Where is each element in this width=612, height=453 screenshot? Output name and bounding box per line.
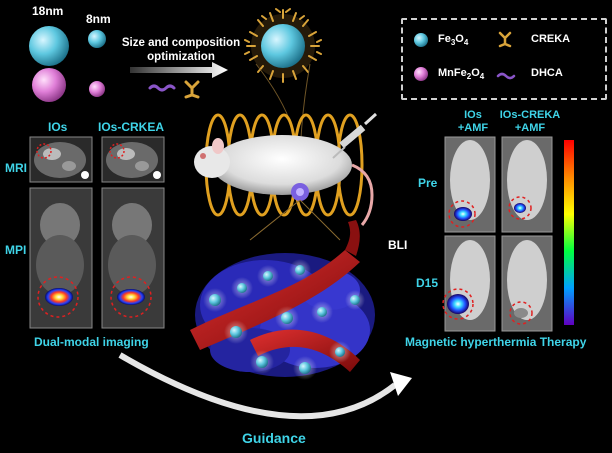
therapy-col-ios-creka-line2: +AMF	[514, 122, 546, 134]
guidance-arrow	[118, 352, 412, 420]
legend-mnfe2o4-base: MnFe	[438, 67, 467, 79]
imaging-col-ios-crkea: IOs-CRKEA	[98, 120, 165, 134]
fe3o4-8nm-sphere	[88, 30, 106, 48]
guidance-label: Guidance	[242, 430, 306, 446]
bli-label: BLI	[388, 238, 408, 252]
legend-mnfe2o4-mid: O	[471, 67, 480, 79]
bli-panel-ios-creka-pre	[501, 136, 553, 233]
legend-mnfe2o4-label: MnFe2O4	[438, 67, 484, 81]
size-label-8nm: 8nm	[86, 12, 111, 26]
legend-fe3o4-icon	[414, 33, 428, 47]
legend-fe3o4-label: Fe3O4	[438, 33, 468, 47]
mnfe2o4-8nm-sphere	[89, 81, 105, 97]
mnfe2o4-18nm-sphere	[32, 68, 66, 102]
legend-dhca-icon	[496, 72, 516, 80]
therapy-col-ios: IOs +AMF	[453, 109, 493, 135]
legend-fe3o4-sub2: 4	[463, 38, 469, 48]
imaging-row-mri: MRI	[5, 161, 27, 175]
legend-creka-label: CREKA	[531, 33, 571, 45]
therapy-caption: Magnetic hyperthermia Therapy	[405, 335, 587, 349]
mri-panel-ios-crkea	[101, 136, 165, 183]
legend-box	[401, 18, 607, 100]
therapy-row-pre: Pre	[418, 176, 438, 190]
optimization-label: Size and composition optimization	[116, 36, 246, 64]
legend-fe3o4-base: Fe	[438, 33, 451, 45]
therapy-row-d15: D15	[416, 276, 439, 290]
tumor-spot	[291, 183, 309, 201]
therapy-col-ios-creka: IOs-CREKA +AMF	[497, 109, 563, 135]
legend-dhca-label: DHCA	[531, 67, 563, 79]
imaging-caption: Dual-modal imaging	[34, 335, 149, 349]
dhca-molecule-icon	[148, 84, 176, 92]
optimization-line-2: optimization	[147, 51, 215, 63]
legend-creka-icon	[498, 31, 512, 48]
therapy-col-ios-creka-line1: IOs-CREKA	[499, 109, 561, 121]
imaging-col-ios: IOs	[48, 120, 68, 134]
therapy-col-ios-line1: IOs	[464, 109, 482, 121]
syringe-icon	[332, 112, 378, 159]
imaging-row-mpi: MPI	[5, 243, 27, 257]
bli-panel-ios-pre	[444, 136, 496, 233]
legend-mnfe2o4-sub2: 4	[479, 72, 485, 82]
mri-panel-ios	[29, 136, 93, 183]
legend-mnfe2o4-icon	[414, 67, 428, 81]
mpi-panel-ios-crkea	[101, 187, 165, 329]
optimization-line-1: Size and composition	[121, 37, 241, 49]
size-label-18nm: 18nm	[32, 4, 64, 18]
optimization-arrow	[130, 62, 228, 78]
mpi-panel-ios	[29, 187, 93, 329]
bli-color-scale	[564, 140, 574, 325]
legend-fe3o4-sub1: 3	[450, 38, 456, 48]
mouse-body	[194, 135, 374, 226]
therapy-col-ios-line2: +AMF	[457, 122, 489, 134]
creka-peptide-icon	[184, 80, 200, 99]
fe3o4-18nm-sphere	[29, 26, 69, 66]
legend-mnfe2o4-sub1: 2	[466, 72, 472, 82]
functionalized-nanoparticle	[244, 8, 322, 83]
coil-connector-lines	[249, 199, 341, 241]
bli-panel-ios-d15	[442, 235, 496, 332]
tumor-nanoparticles	[203, 259, 365, 380]
bli-panel-ios-creka-d15	[501, 235, 553, 332]
legend-fe3o4-mid: O	[455, 33, 464, 45]
